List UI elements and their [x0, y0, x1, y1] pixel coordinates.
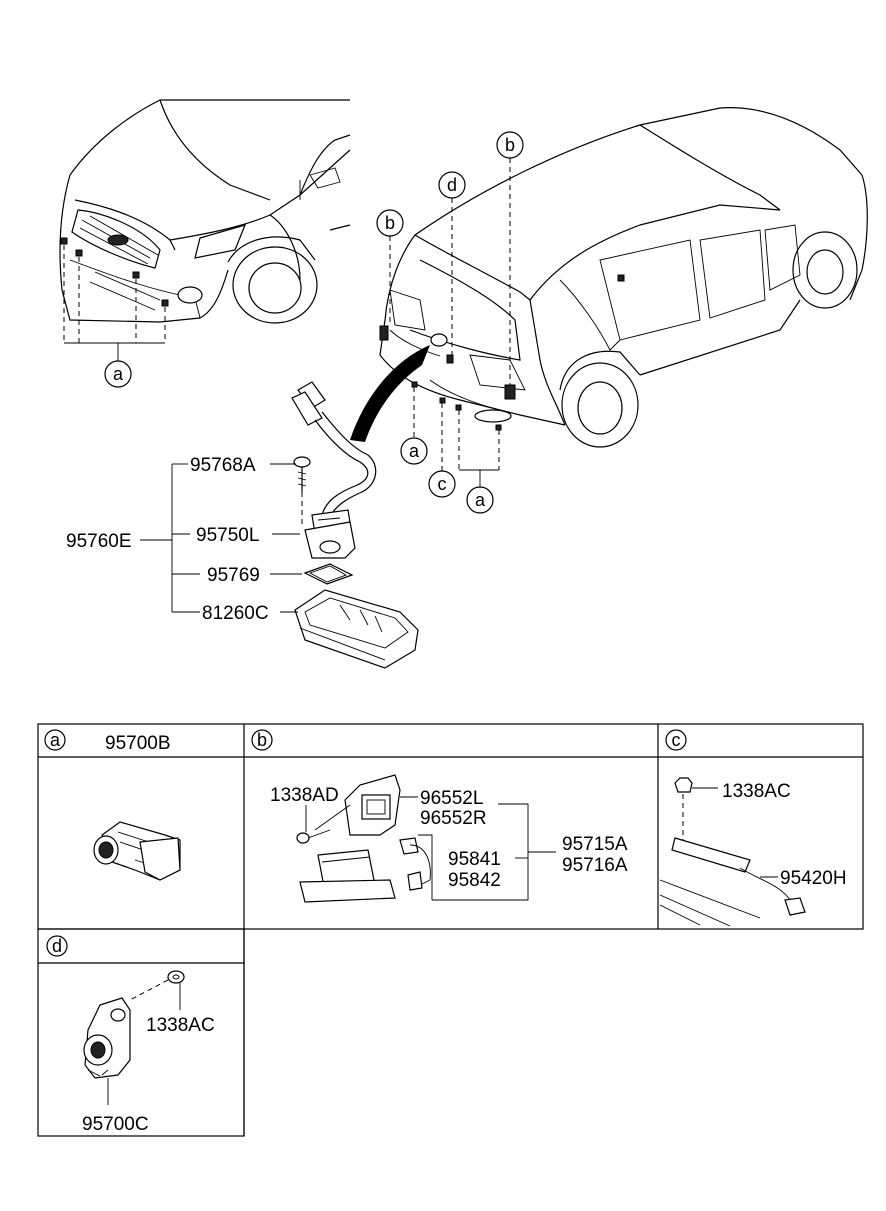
label-1338AC-d: 1338AC	[146, 1015, 215, 1036]
camera-assembly: 95768A 95760E 95750L 95769 81260C	[66, 381, 419, 669]
label-95700C: 95700C	[82, 1114, 149, 1135]
callout-d-letter: d	[447, 175, 457, 195]
label-1338AD: 1338AD	[270, 785, 339, 806]
cell-d-letter: d	[52, 936, 62, 956]
callout-a-rear-left-letter: a	[409, 441, 420, 461]
cell-b-letter: b	[257, 730, 267, 750]
callout-a-rear-left	[400, 437, 428, 465]
parts-table: a 95700B b	[37, 723, 864, 1137]
callout-c-letter: c	[438, 474, 447, 494]
callout-a-rear-right	[466, 486, 494, 514]
cell-d: d 1338AC 95700C	[46, 935, 215, 1135]
label-95841: 95841	[448, 849, 501, 870]
label-96552R: 96552R	[420, 808, 487, 829]
callout-a-rear-right-letter: a	[475, 490, 486, 510]
label-81260C: 81260C	[202, 603, 269, 624]
label-95842: 95842	[448, 870, 501, 891]
cell-c: c 1338AC 95420H	[659, 729, 847, 927]
cell-a: a 95700B	[44, 729, 181, 881]
cell-c-letter: c	[672, 730, 681, 750]
callout-b-right-letter: b	[505, 135, 515, 155]
label-96552L: 96552L	[420, 788, 483, 809]
callout-c	[428, 470, 456, 498]
rear-vehicle-view: b b d a c a	[350, 107, 868, 514]
label-95420H: 95420H	[780, 868, 847, 889]
label-95760E: 95760E	[66, 531, 132, 552]
callout-a-front-letter: a	[113, 364, 124, 384]
front-vehicle-view: a	[59, 99, 351, 388]
label-95700B: 95700B	[105, 733, 171, 754]
label-95750L: 95750L	[196, 525, 259, 546]
callout-a-front	[104, 360, 132, 388]
label-95769: 95769	[207, 565, 260, 586]
label-95716A: 95716A	[562, 855, 628, 876]
cell-b: b 1338AD 96552L 96552R 95715A 95716A 9	[251, 729, 628, 903]
label-1338AC-c: 1338AC	[722, 781, 791, 802]
label-95715A: 95715A	[562, 834, 628, 855]
callout-b-left-letter: b	[385, 213, 395, 233]
cell-a-letter: a	[50, 730, 61, 750]
label-95768A: 95768A	[190, 455, 256, 476]
